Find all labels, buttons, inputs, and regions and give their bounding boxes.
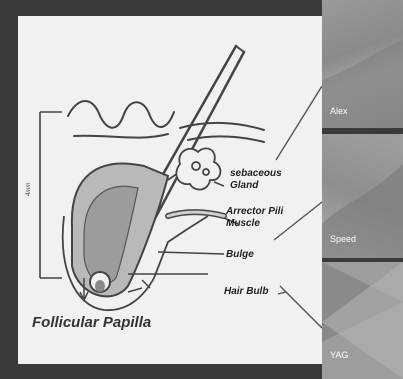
- tile-speed-label: Speed: [330, 234, 356, 244]
- tile-speed: Speed: [322, 134, 403, 258]
- label-gland: Gland: [230, 180, 258, 192]
- label-follicular-papilla: Follicular Papilla: [32, 314, 151, 331]
- label-arrector-pili: Arrector Pili: [226, 206, 283, 218]
- tile-alex-label: Alex: [330, 106, 348, 116]
- label-hair-bulb: Hair Bulb: [224, 286, 268, 298]
- hair-follicle-illustration: [18, 16, 322, 364]
- tile-alex: Alex: [322, 0, 403, 128]
- label-scale: 4mm: [26, 183, 32, 196]
- label-sebaceous: sebaceous: [230, 168, 282, 180]
- label-muscle: Muscle: [226, 218, 260, 230]
- tile-yag: YAG: [322, 262, 403, 379]
- tile-yag-pattern: [322, 262, 403, 379]
- label-bulge: Bulge: [226, 249, 254, 261]
- tile-yag-label: YAG: [330, 350, 348, 360]
